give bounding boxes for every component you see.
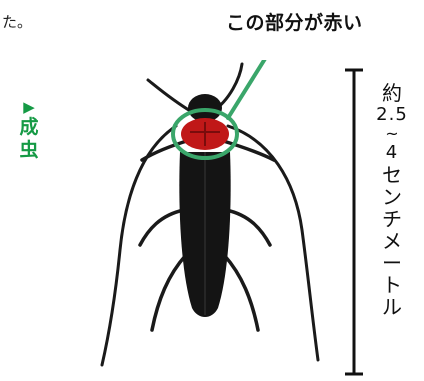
triangle-marker-icon: ▶ [23, 98, 35, 116]
size-text-unit-2: ン [382, 185, 402, 209]
size-text-max: 4 [385, 142, 399, 163]
size-text-approx: 約 [382, 81, 402, 105]
size-label: 約 2.5 ~ 4 セ ン チ メ ー ト ル [372, 82, 412, 318]
size-text-tilde: ~ [385, 124, 399, 143]
stage-char-2: 虫 [19, 139, 39, 161]
stage-char-1: 成 [19, 116, 39, 138]
stage-label: ▶ 成 虫 [14, 98, 44, 162]
size-text-unit-6: ト [382, 273, 402, 297]
size-text-unit-7: ル [382, 295, 402, 319]
scale-bar [345, 68, 363, 376]
beetle-illustration [100, 60, 320, 367]
antenna-right-long [226, 124, 320, 362]
pronotum-markings [190, 122, 220, 146]
leg-mid-left [138, 208, 186, 247]
antenna-left-long [100, 124, 178, 367]
size-text-min: 2.5 [376, 104, 408, 125]
size-text-unit-1: セ [382, 163, 402, 187]
leg-hind-right [222, 253, 260, 332]
text-fragment: た。 [2, 13, 33, 31]
size-text-unit-5: ー [382, 251, 402, 275]
size-text-unit-4: メ [382, 229, 402, 253]
highlight-circle [171, 108, 239, 160]
leader-line [226, 60, 267, 120]
leg-mid-right [224, 208, 272, 247]
leg-hind-left [150, 253, 188, 332]
callout-label: この部分が赤い [226, 12, 363, 34]
antenna-left-upper [146, 78, 194, 114]
size-text-unit-3: チ [382, 207, 402, 231]
